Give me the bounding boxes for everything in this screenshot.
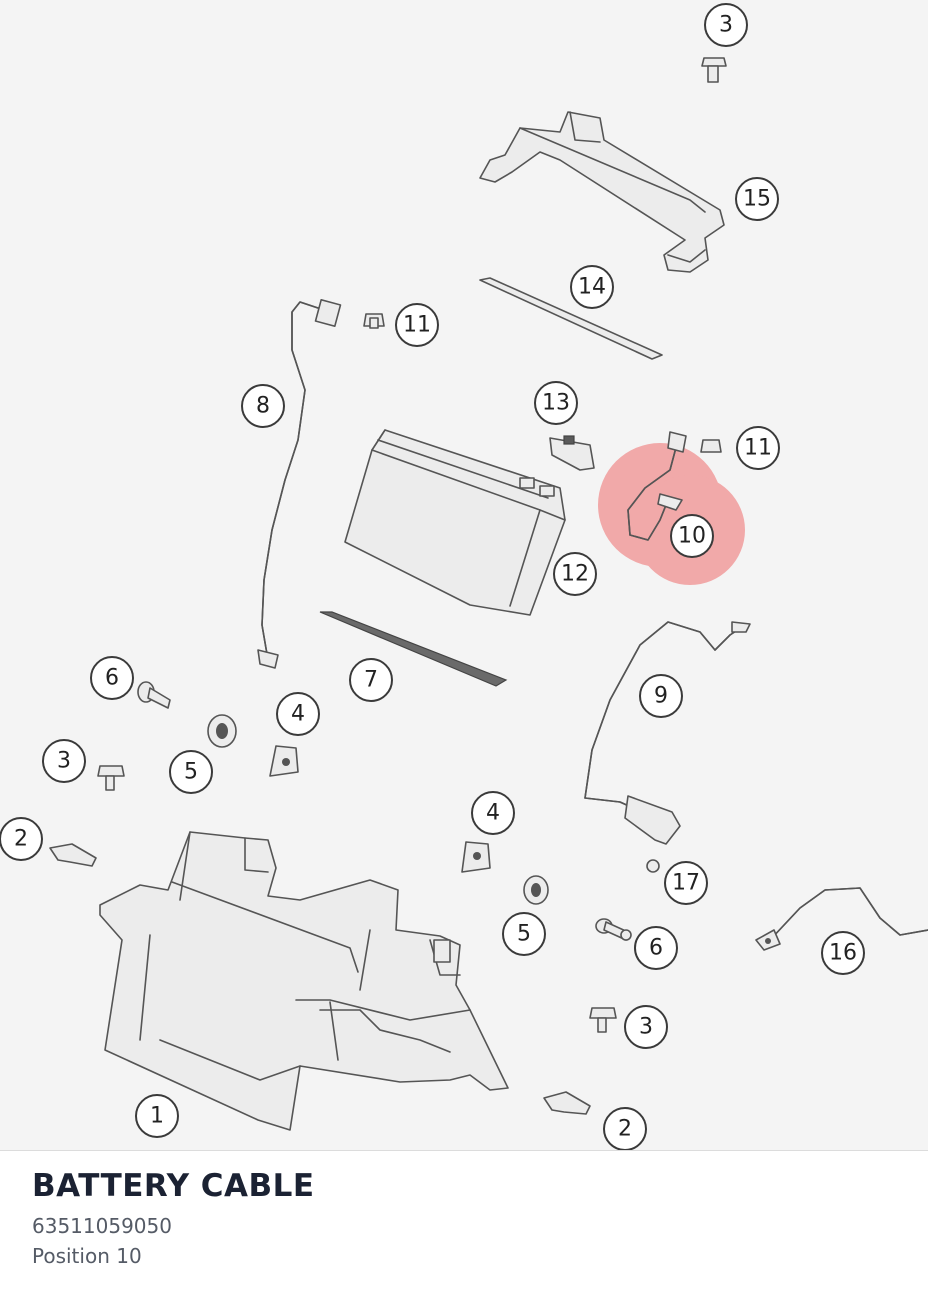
svg-text:2: 2 xyxy=(618,1117,632,1142)
svg-text:12: 12 xyxy=(561,562,589,587)
part-info-panel: BATTERY CABLE 63511059050 Position 10 xyxy=(32,1168,892,1268)
callout-2-right[interactable]: 2 xyxy=(603,1107,647,1150)
part-cover-13[interactable] xyxy=(549,435,595,471)
callout-12[interactable]: 12 xyxy=(553,552,597,596)
svg-text:7: 7 xyxy=(364,668,378,693)
svg-text:3: 3 xyxy=(719,13,733,38)
part-screw-3-left[interactable] xyxy=(97,765,125,791)
part-screw-11-top[interactable] xyxy=(363,313,385,329)
svg-text:11: 11 xyxy=(744,436,772,461)
part-number: 63511059050 xyxy=(32,1214,172,1238)
callout-2-left[interactable]: 2 xyxy=(0,817,43,861)
callout-9[interactable]: 9 xyxy=(639,674,683,718)
callout-3-bottom[interactable]: 3 xyxy=(624,1005,668,1049)
callout-4-left[interactable]: 4 xyxy=(276,692,320,736)
part-cable-16[interactable] xyxy=(755,887,928,951)
callout-16[interactable]: 16 xyxy=(821,931,865,975)
svg-text:13: 13 xyxy=(542,391,570,416)
svg-text:4: 4 xyxy=(486,801,500,826)
part-name: BATTERY CABLE xyxy=(32,1168,315,1204)
svg-text:17: 17 xyxy=(672,871,700,896)
part-clip-4-right[interactable] xyxy=(461,841,491,873)
svg-text:1: 1 xyxy=(150,1104,164,1129)
callout-10[interactable]: 10 xyxy=(670,514,714,558)
part-clip-4-left[interactable] xyxy=(269,745,299,777)
callout-11-top[interactable]: 11 xyxy=(395,303,439,347)
part-battery-cable-10[interactable] xyxy=(627,431,687,541)
svg-text:5: 5 xyxy=(517,922,531,947)
part-screw-11-right[interactable] xyxy=(700,439,722,453)
part-pad-14[interactable] xyxy=(479,277,663,360)
part-grommet-5-left[interactable] xyxy=(207,714,237,748)
part-position: Position 10 xyxy=(32,1244,142,1268)
svg-text:8: 8 xyxy=(256,394,270,419)
part-screw-3-top[interactable] xyxy=(701,57,727,83)
callout-17[interactable]: 17 xyxy=(664,861,708,905)
svg-text:6: 6 xyxy=(649,936,663,961)
part-grommet-5-right[interactable] xyxy=(523,875,549,905)
callout-3-left[interactable]: 3 xyxy=(42,739,86,783)
callout-6-left[interactable]: 6 xyxy=(90,656,134,700)
svg-text:16: 16 xyxy=(829,941,857,966)
callout-11-right[interactable]: 11 xyxy=(736,426,780,470)
callout-1[interactable]: 1 xyxy=(135,1094,179,1138)
callout-15[interactable]: 15 xyxy=(735,177,779,221)
svg-text:3: 3 xyxy=(639,1015,653,1040)
part-battery-box-1[interactable] xyxy=(99,831,509,1131)
callout-4-right[interactable]: 4 xyxy=(471,791,515,835)
callout-14[interactable]: 14 xyxy=(570,265,614,309)
callout-8[interactable]: 8 xyxy=(241,384,285,428)
svg-text:10: 10 xyxy=(678,524,706,549)
part-cable-9[interactable] xyxy=(584,621,751,845)
part-bolt-6-right[interactable] xyxy=(595,918,632,941)
svg-text:11: 11 xyxy=(403,313,431,338)
part-battery-12[interactable] xyxy=(344,429,566,616)
part-clip-2-left[interactable] xyxy=(49,843,97,867)
svg-text:4: 4 xyxy=(291,702,305,727)
part-bracket-15[interactable] xyxy=(479,111,725,273)
callout-3-top[interactable]: 3 xyxy=(704,3,748,47)
part-nut-17[interactable] xyxy=(646,859,660,873)
callout-5-right[interactable]: 5 xyxy=(502,912,546,956)
svg-text:9: 9 xyxy=(654,684,668,709)
part-bolt-6-left[interactable] xyxy=(137,681,171,709)
svg-text:6: 6 xyxy=(105,666,119,691)
part-clip-2-right[interactable] xyxy=(543,1091,591,1115)
callout-7[interactable]: 7 xyxy=(349,658,393,702)
exploded-view-drawing: 3 15 14 11 8 13 11 10 12 7 6 9 4 3 5 2 4… xyxy=(0,3,928,1150)
part-cable-8[interactable] xyxy=(257,298,342,669)
callout-5-left[interactable]: 5 xyxy=(169,750,213,794)
svg-text:3: 3 xyxy=(57,749,71,774)
callout-6-right[interactable]: 6 xyxy=(634,926,678,970)
parts-diagram: 3 15 14 11 8 13 11 10 12 7 6 9 4 3 5 2 4… xyxy=(0,0,928,1151)
svg-text:15: 15 xyxy=(743,187,771,212)
part-mat-7[interactable] xyxy=(319,611,508,687)
svg-text:2: 2 xyxy=(14,827,28,852)
svg-text:14: 14 xyxy=(578,275,606,300)
callout-13[interactable]: 13 xyxy=(534,381,578,425)
part-screw-3-bottom[interactable] xyxy=(589,1007,617,1033)
svg-text:5: 5 xyxy=(184,760,198,785)
